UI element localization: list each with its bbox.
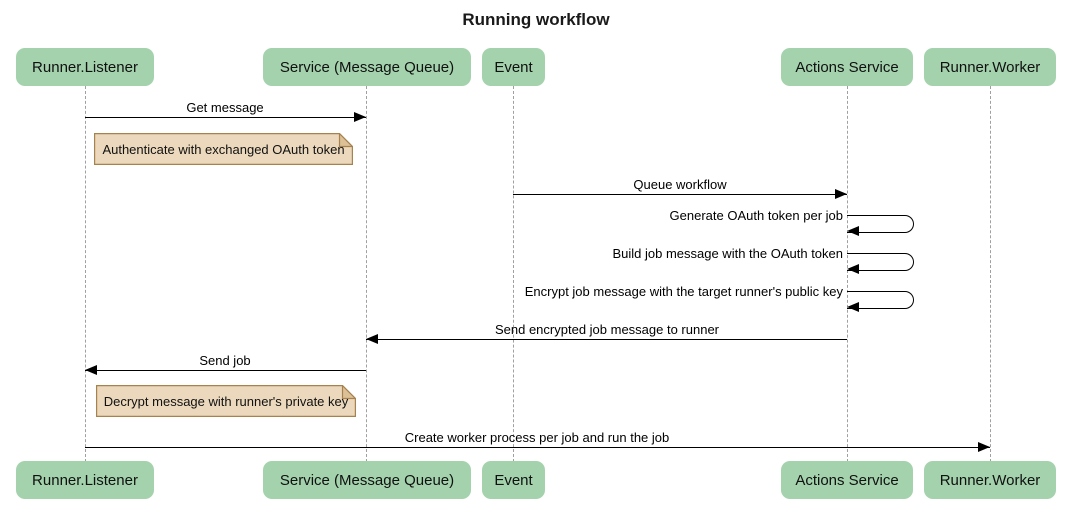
participant-label: Runner.Listener [32,58,138,76]
note-authenticate: Authenticate with exchanged OAuth token [94,133,353,165]
participant-actions-service-top: Actions Service [781,48,913,86]
self-loop-line [847,253,914,271]
lifeline-service-message-queue [366,86,367,462]
message-label-send-job: Send job [199,353,251,368]
participant-label: Event [494,471,533,489]
participant-runner-listener-top: Runner.Listener [16,48,154,86]
note-text: Decrypt message with runner's private ke… [103,393,349,409]
participant-runner-worker-bottom: Runner.Worker [924,461,1056,499]
participant-label: Event [494,58,533,76]
participant-label: Runner.Worker [939,471,1041,489]
note-decrypt: Decrypt message with runner's private ke… [96,385,356,417]
participant-service-message-queue-top: Service (Message Queue) [263,48,471,86]
participant-runner-worker-top: Runner.Worker [924,48,1056,86]
participant-event-top: Event [482,48,545,86]
arrowhead-left-icon [847,302,859,312]
arrowhead-left-icon [847,226,859,236]
message-label-queue-workflow: Queue workflow [633,177,727,192]
participant-label: Runner.Listener [32,471,138,489]
message-label-send-encrypted-job: Send encrypted job message to runner [494,322,720,337]
message-line-send-encrypted-job [366,339,847,340]
participant-label: Service (Message Queue) [279,471,455,489]
lifeline-runner-worker [990,86,991,462]
message-line-get-message [85,117,366,118]
lifeline-event [513,86,514,462]
arrowhead-left-icon [847,264,859,274]
arrowhead-right-icon [354,112,366,122]
message-label-generate-oauth-token: Generate OAuth token per job [669,208,843,223]
lifeline-runner-listener [85,86,86,462]
arrowhead-left-icon [366,334,378,344]
self-loop-line [847,291,914,309]
participant-label: Service (Message Queue) [279,58,455,76]
message-label-create-worker-process: Create worker process per job and run th… [404,430,670,445]
participant-label: Actions Service [795,58,899,76]
arrowhead-right-icon [978,442,990,452]
participant-actions-service-bottom: Actions Service [781,461,913,499]
arrowhead-left-icon [85,365,97,375]
lifeline-actions-service [847,86,848,462]
participant-event-bottom: Event [482,461,545,499]
message-label-encrypt-job-message: Encrypt job message with the target runn… [524,284,843,299]
participant-label: Runner.Worker [939,58,1041,76]
note-shape-icon [96,385,356,417]
message-label-get-message: Get message [186,100,264,115]
message-line-create-worker-process [85,447,990,448]
participant-label: Actions Service [795,471,899,489]
message-label-build-job-message: Build job message with the OAuth token [612,246,843,261]
participant-runner-listener-bottom: Runner.Listener [16,461,154,499]
diagram-title: Running workflow [462,10,610,29]
message-line-queue-workflow [513,194,847,195]
self-loop-line [847,215,914,233]
note-shape-icon [94,133,353,165]
note-text: Authenticate with exchanged OAuth token [102,141,345,157]
message-line-send-job [85,370,366,371]
participant-service-message-queue-bottom: Service (Message Queue) [263,461,471,499]
arrowhead-right-icon [835,189,847,199]
